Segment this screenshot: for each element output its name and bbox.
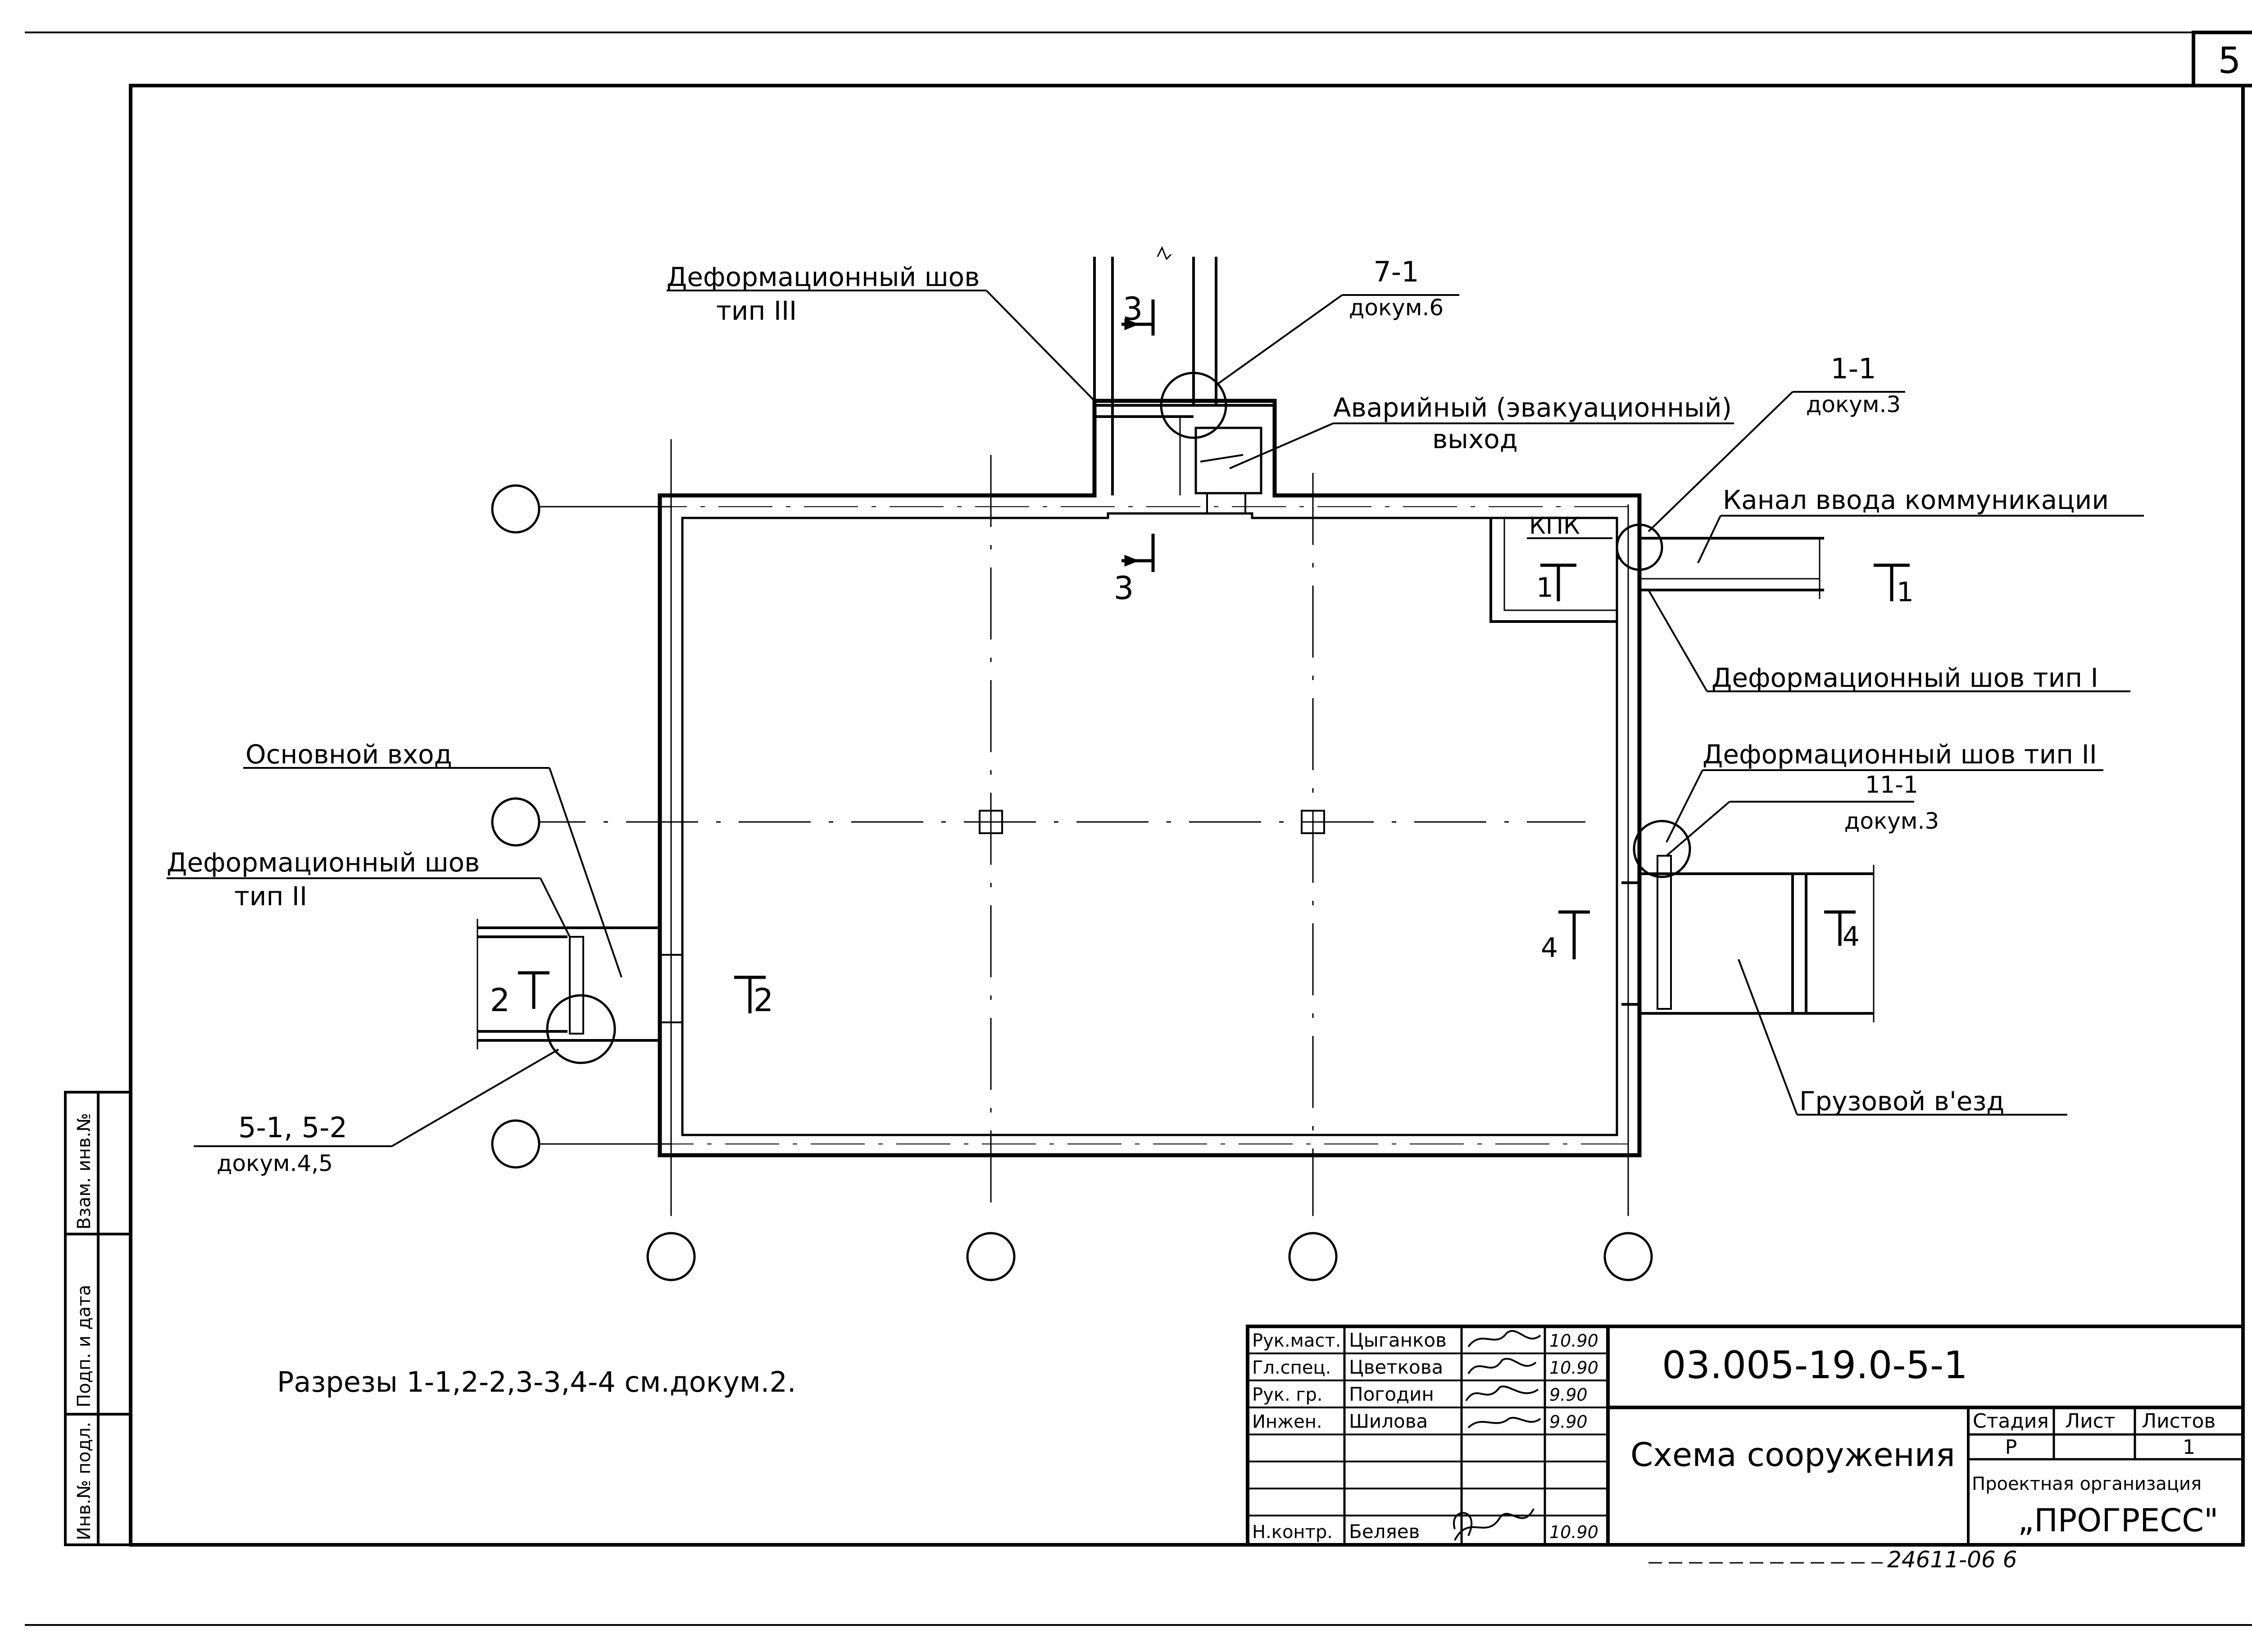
section-marks [518,300,1910,1013]
handwritten-signatures [1453,1330,1541,1541]
stamp-sign-date: Подп. и дата [74,1285,95,1407]
sig-date: 10.90 [1549,1522,1598,1542]
section-mark-4-right: 4 [1843,921,1860,953]
drawing-title: Схема сооружения [1630,1436,1955,1474]
main-entrance [477,919,683,1049]
label-ref-11-1-doc: докум.3 [1844,808,1939,834]
grid-axes [513,439,1629,1216]
sig-date: 9.90 [1549,1412,1588,1432]
sig-name: Беляев [1349,1520,1420,1543]
section-mark-4-left: 4 [1541,932,1558,964]
stamp-replace-inv: Взам. инв.№ [74,1113,95,1230]
archive-number: 24611-06 6 [1887,1547,2017,1573]
axis-bubbles [491,484,1653,1281]
label-emergency-exit: Аварийный (эвакуационный) [1333,392,1732,423]
drawing-code: 03.005-19.0-5-1 [1662,1343,1968,1387]
axis-bubble [491,484,540,534]
section-mark-2-right: 2 [754,982,774,1019]
signature-rows: Рук.маст. Цыганков 10.90 Гл.спец. Цветко… [1252,1329,1598,1543]
label-deform-joint-1: Деформационный шов тип I [1712,663,2098,693]
label-emergency-exit-2: выход [1432,424,1518,454]
utility-channel [1639,537,1824,599]
section-mark-1-right: 1 [1897,576,1914,608]
label-deform-joint-3-type: тип III [716,295,797,326]
detail-callouts [546,372,1691,1064]
leader-lines [167,290,2144,1147]
sheet-number: 5 [2218,40,2241,82]
section-mark-2-left: 2 [490,982,510,1019]
sig-role: Рук. гр. [1252,1384,1323,1405]
axis-bubble [966,1232,1016,1281]
sig-name: Погодин [1349,1383,1434,1405]
label-ref-7-1: 7-1 [1373,255,1419,288]
axis-bubble [1603,1232,1653,1281]
sheet-frame [25,31,2252,1626]
sheets-value: 1 [2183,1436,2195,1459]
kpk-room [1489,518,1617,623]
stage-value: Р [2005,1436,2017,1459]
section-mark-1-left: 1 [1536,572,1553,604]
columns [979,810,1325,834]
sheets-header: Листов [2142,1410,2216,1433]
sig-name: Шилова [1349,1410,1428,1432]
emergency-exit-shaft [1093,246,1275,514]
sig-name: Цветкова [1349,1356,1443,1378]
org-label: Проектная организация [1972,1474,2202,1494]
building-plan [658,399,1642,1157]
sig-role: Н.контр. [1252,1522,1333,1543]
sig-role: Рук.маст. [1252,1330,1341,1351]
section-mark-3-bottom: 3 [1114,570,1134,607]
label-ref-11-1: 11-1 [1865,772,1918,799]
label-ref-1-1: 1-1 [1830,352,1876,385]
sig-name: Цыганков [1349,1329,1447,1351]
stage-header: Стадия [1973,1410,2049,1433]
label-ref-1-1-doc: докум.3 [1806,391,1901,418]
axis-bubble [1288,1232,1338,1281]
axis-bubble [646,1232,696,1281]
label-freight-entry: Грузовой в'езд [1799,1086,2004,1116]
freight-entry [1621,855,1875,1022]
label-deform-joint-2-left-type: тип II [234,881,307,912]
label-kpk: КПК [1529,513,1580,540]
label-utility-channel: Канал ввода коммуникации [1723,485,2109,515]
label-deform-joint-2-right: Деформационный шов тип II [1703,739,2097,770]
label-ref-5: 5-1, 5-2 [238,1111,347,1144]
axis-bubble [491,797,540,847]
sig-role: Гл.спец. [1252,1357,1331,1378]
label-ref-5-doc: докум.4,5 [217,1150,333,1176]
axis-bubble [491,1119,540,1169]
label-deform-joint-3: Деформационный шов [667,262,980,292]
side-stamp [64,1091,132,1546]
sig-date: 10.90 [1549,1358,1598,1378]
sections-note: Разрезы 1-1,2-2,3-3,4-4 см.докум.2. [277,1366,796,1398]
label-ref-7-1-doc: докум.6 [1349,295,1444,321]
sig-date: 10.90 [1549,1331,1598,1351]
org-name: „ПРОГРЕСС" [2018,1502,2218,1539]
title-block [1246,1325,2245,1547]
label-main-entrance: Основной вход [245,739,452,770]
sheet-header: Лист [2065,1410,2116,1433]
label-deform-joint-2-left: Деформационный шов [167,847,480,878]
section-mark-3-top: 3 [1123,290,1143,327]
sig-date: 9.90 [1549,1385,1588,1405]
stamp-inv-number: Инв.№ подл. [74,1422,95,1540]
sig-role: Инжен. [1252,1411,1322,1432]
